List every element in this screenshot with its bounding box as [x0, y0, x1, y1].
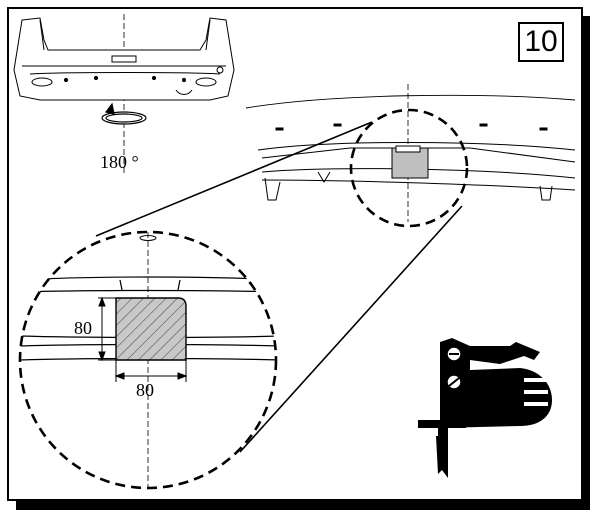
rotate-arrow-icon: [101, 102, 147, 125]
zoom-line-top: [95, 121, 373, 237]
height-label: 80: [74, 318, 92, 338]
zoom-line-bottom: [239, 205, 463, 453]
bumper-thumbnail: [13, 14, 235, 175]
step-number-badge: 10: [518, 22, 564, 62]
rotation-label: 180 °: [100, 152, 139, 172]
zoom-target-circle: [18, 230, 278, 490]
width-dimension: [114, 360, 188, 382]
cutout-area: [115, 297, 187, 361]
bumper-detail: [245, 84, 576, 222]
jigsaw-icon: [418, 338, 552, 478]
width-label: 80: [136, 380, 154, 400]
zoom-source-circle: [349, 108, 469, 228]
height-dimension: [98, 296, 116, 362]
